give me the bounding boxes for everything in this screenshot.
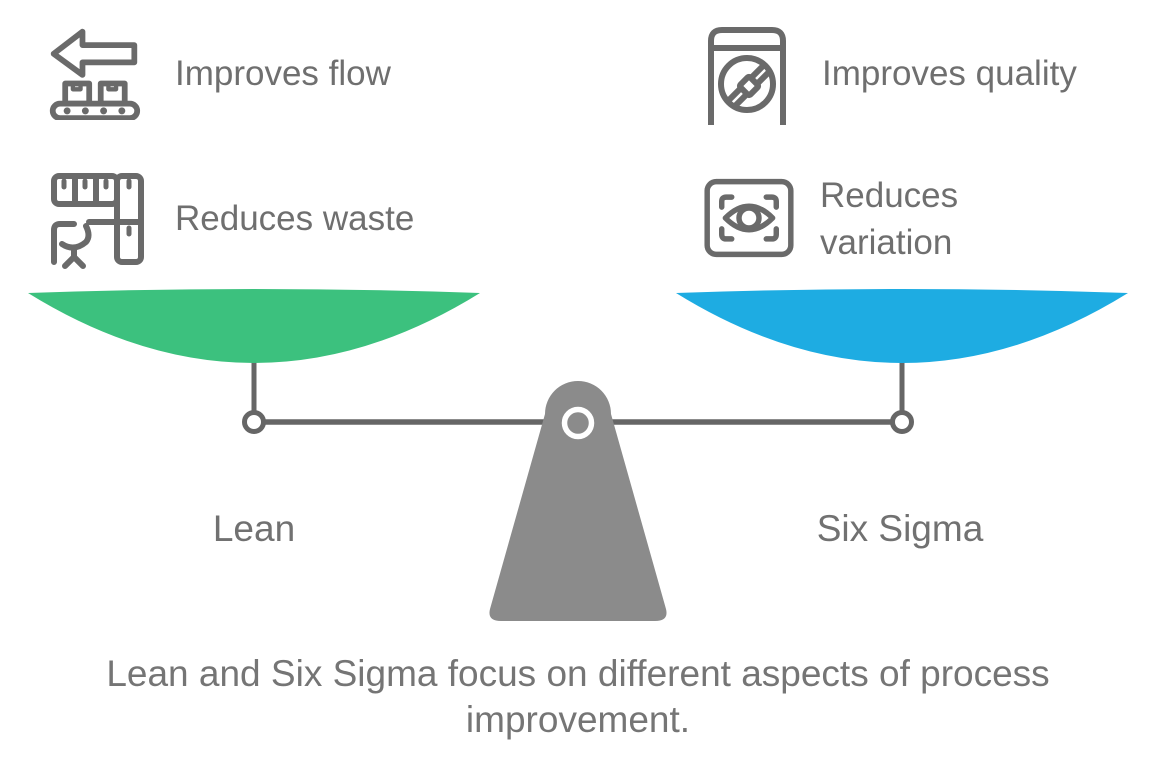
feature-label-reduces-variation: Reduces variation: [820, 176, 959, 262]
fulcrum: [489, 381, 667, 621]
balance-scale: [28, 289, 1128, 621]
feature-label-improves-quality: Improves quality: [822, 54, 1077, 93]
feature-label-improves-flow: Improves flow: [175, 54, 391, 93]
pivot-ring: [561, 406, 595, 440]
eye-scan-icon: [704, 178, 794, 258]
lean-label: Lean: [212, 508, 296, 549]
lean-pan: [28, 289, 480, 363]
caption-text: Lean and Six Sigma focus on different as…: [106, 653, 1050, 740]
six-sigma-pan: [676, 289, 1128, 363]
washing-machine-icon: [708, 27, 786, 125]
floor-plan-icon: [51, 173, 144, 269]
right-beam-ring: [890, 410, 914, 434]
caption: Lean and Six Sigma focus on different as…: [0, 651, 1156, 743]
feature-label-reduces-waste: Reduces waste: [175, 199, 415, 238]
left-beam-ring: [242, 410, 266, 434]
conveyor-belt-icon: [49, 28, 141, 120]
six-sigma-label: Six Sigma: [816, 508, 984, 549]
